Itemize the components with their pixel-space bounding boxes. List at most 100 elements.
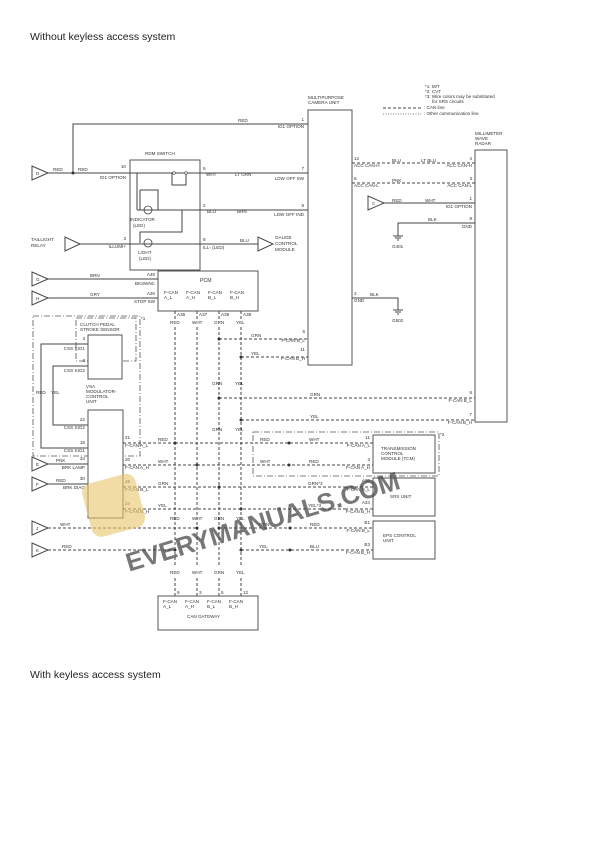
note-mark: *1 xyxy=(141,316,146,321)
pin-label: 9 xyxy=(177,590,180,595)
millimeter-wave-radar: MILLIMETER WAVE RADAR xyxy=(474,131,508,423)
pin-label: A26 xyxy=(147,291,156,296)
wire-label: RED xyxy=(53,167,63,172)
wire-label: RED xyxy=(310,522,320,527)
wire-label: GRN xyxy=(310,392,320,397)
connector-g: G xyxy=(31,271,50,287)
pin-label: A49 xyxy=(147,272,156,277)
wire-label: YEL xyxy=(259,544,268,549)
camera-box xyxy=(307,109,353,366)
wire-label: WHT xyxy=(260,459,271,464)
signal-label: A_H xyxy=(185,604,194,609)
wire-label: GRN xyxy=(212,381,222,386)
wire-label: BRN xyxy=(90,273,100,278)
signal-label: F-CAN xyxy=(230,290,244,295)
wire-label: RED xyxy=(260,437,270,442)
signal-label: ACC CAN-L xyxy=(354,183,379,188)
ground-icon xyxy=(393,309,403,315)
wire-label: YEL xyxy=(236,516,245,521)
signal-label: ILLUMI+ xyxy=(109,244,127,249)
wire-css-sig1 xyxy=(40,343,88,449)
pin-label: 6 xyxy=(469,390,472,395)
connector-h: H xyxy=(31,290,50,306)
signal-label: F-CAN B_L xyxy=(347,528,371,533)
signal-label: ACC CAN-H xyxy=(354,163,380,168)
pcm-label: PCM xyxy=(200,278,212,284)
signal-label: BRK DIAG xyxy=(63,485,85,490)
signal-label: F-CAN B_L xyxy=(282,338,306,343)
gauge-label: GAUGE xyxy=(275,235,292,240)
pin-label: 3 xyxy=(469,176,472,181)
signal-label: IG1 OPTION xyxy=(100,175,126,180)
wire-label: BRN xyxy=(237,209,247,214)
wire-label: RED xyxy=(78,167,88,172)
pin-label: 3 xyxy=(367,457,370,462)
pin-label: 3 xyxy=(199,590,202,595)
signal-label: A_H xyxy=(186,295,195,300)
signal-label: LDW OFF IND xyxy=(274,212,305,217)
connector-label: J xyxy=(36,526,38,531)
pin-label: 2 xyxy=(203,203,206,208)
cvt-only-region xyxy=(252,431,440,477)
tcm-label: TRANSMISSION xyxy=(381,446,416,451)
signal-label: B_H xyxy=(230,295,239,300)
signal-label: ACC CAN-L xyxy=(447,183,472,188)
pin-label: 2 xyxy=(354,291,357,296)
wire-label: GRY xyxy=(90,292,100,297)
legend-note-srs-2: for SRS circuits xyxy=(432,99,464,104)
wire-label: RED xyxy=(392,198,402,203)
signal-label: F-CAN A_H xyxy=(125,465,149,470)
connector-label: K xyxy=(36,548,40,553)
ground-label: G502 xyxy=(392,318,404,323)
section-heading-without-keyless: Without keyless access system xyxy=(30,31,176,43)
pin-label: 7 xyxy=(301,166,304,171)
wire-label: BLK xyxy=(428,217,438,222)
signal-label: F-CAN xyxy=(185,599,199,604)
pin-label: 3 xyxy=(82,358,85,363)
wire-label: YEL xyxy=(310,414,319,419)
srs-box xyxy=(372,477,436,517)
camera-label-2: CAMERA UNIT xyxy=(308,100,340,105)
pin-label: 8 xyxy=(469,216,472,221)
wire-label: GRN xyxy=(214,320,224,325)
pin-label: 8 xyxy=(203,237,206,242)
wire-label: RED xyxy=(56,478,66,483)
signal-label: A_L xyxy=(164,295,173,300)
wire-label: GRN xyxy=(158,481,168,486)
eps-label: EPS CONTROL xyxy=(383,533,416,538)
indicator-label-2: (LED) xyxy=(133,223,145,228)
connector-e: E xyxy=(31,456,50,472)
wire-label: BLU xyxy=(207,209,216,214)
signal-label: LDW OFF SW xyxy=(275,176,305,181)
pcm-box xyxy=(157,270,259,312)
wire-label: GRN xyxy=(251,333,261,338)
watermark: EVERYMANUALS.COM xyxy=(82,465,403,577)
wire-label: WHT xyxy=(206,172,217,177)
wire-label: WHT xyxy=(425,198,436,203)
eps-control-unit: EPS CONTROL UNIT xyxy=(372,520,436,560)
eps-box xyxy=(372,520,436,560)
signal-label: F-CAN xyxy=(229,599,243,604)
pin-label: A37 xyxy=(199,312,208,317)
wire-label: WHT xyxy=(192,516,203,521)
signal-label: IG1 OPTION xyxy=(446,204,472,209)
tcm-label-3: MODULE (TCM) xyxy=(381,456,415,461)
wire-label: BLU xyxy=(392,158,401,163)
section-heading-with-keyless: With keyless access system xyxy=(30,669,161,681)
signal-label: CSS SIG1 xyxy=(64,346,86,351)
rdm-switch-box xyxy=(129,159,201,271)
can-gateway: 9 3 5 12 F-CAN A_L F-CAN A_H F-CAN B_L F… xyxy=(157,590,259,631)
signal-label: ACC CAN-H xyxy=(446,163,472,168)
pin-label: 5 xyxy=(302,329,305,334)
wire-label: WHT xyxy=(192,570,203,575)
pin-label: A36 xyxy=(177,312,186,317)
pin-label: 30 xyxy=(80,476,86,481)
connector-label: D xyxy=(36,171,40,176)
wire-label: LT GRN xyxy=(235,172,251,177)
pin-label: 20 xyxy=(125,457,131,462)
signal-label: B_H xyxy=(229,604,238,609)
pin-label: 1 xyxy=(469,196,472,201)
gauge-label-2: CONTROL xyxy=(275,241,298,246)
pin-label: 7 xyxy=(469,412,472,417)
signal-label: CSS SIG1 xyxy=(64,448,86,453)
